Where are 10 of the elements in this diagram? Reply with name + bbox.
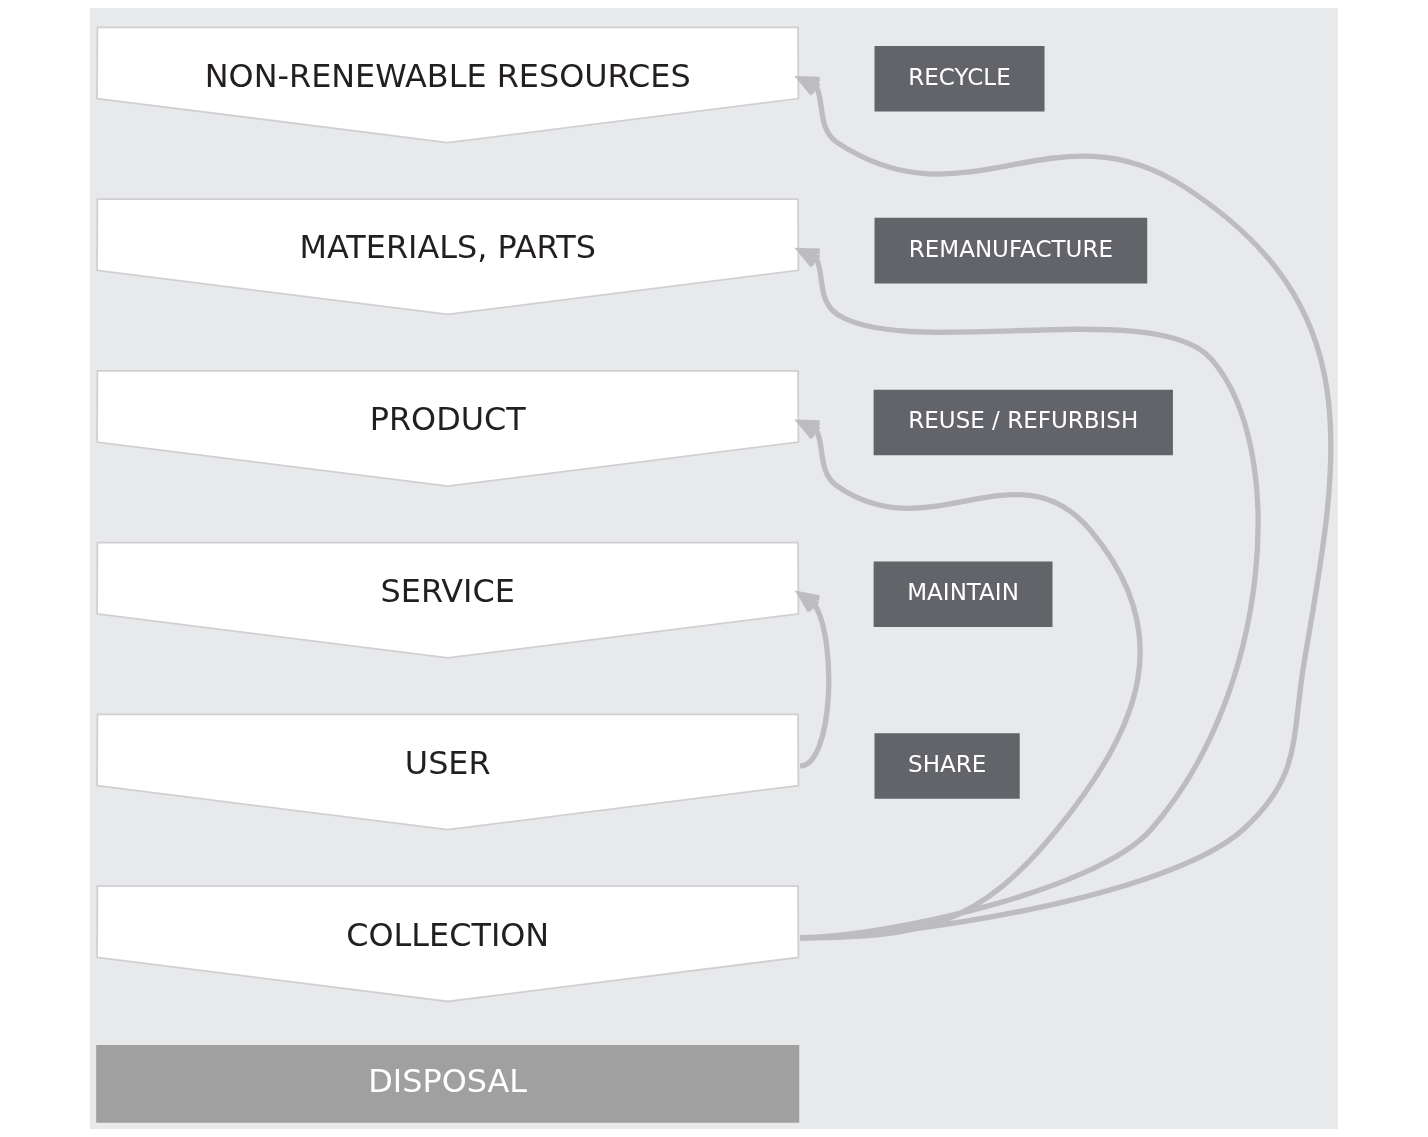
arrow bbox=[797, 247, 1261, 941]
node-box: REUSE / REFURBISH bbox=[873, 389, 1173, 456]
arrow bbox=[797, 76, 1334, 941]
node-box: MAINTAIN bbox=[873, 561, 1053, 627]
node-box: REMANUFACTURE bbox=[874, 217, 1148, 284]
arrow bbox=[797, 591, 832, 769]
node-box: RECYCLE bbox=[874, 46, 1045, 112]
arrow bbox=[797, 419, 1143, 941]
node-box: DISPOSAL bbox=[96, 1044, 800, 1123]
node-box: SHARE bbox=[874, 733, 1020, 799]
